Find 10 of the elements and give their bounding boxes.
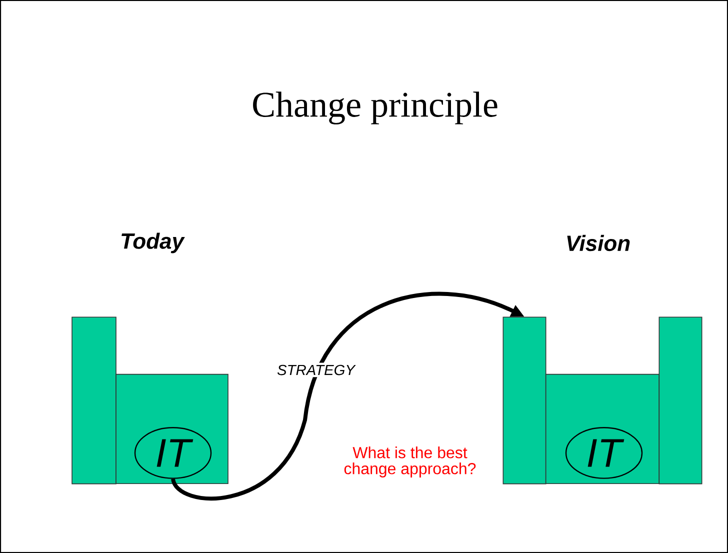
pillar-block xyxy=(658,316,702,484)
question-text: What is the best change approach? xyxy=(344,446,476,478)
heading-label: Vision xyxy=(567,234,630,252)
base-block xyxy=(545,374,660,484)
title: Change principle xyxy=(253,92,498,124)
pillar-block xyxy=(72,316,116,484)
pillar-block xyxy=(502,316,546,484)
edge-label: STRATEGY xyxy=(275,362,357,378)
heading-label: Today xyxy=(122,232,185,254)
base-block xyxy=(116,374,228,484)
